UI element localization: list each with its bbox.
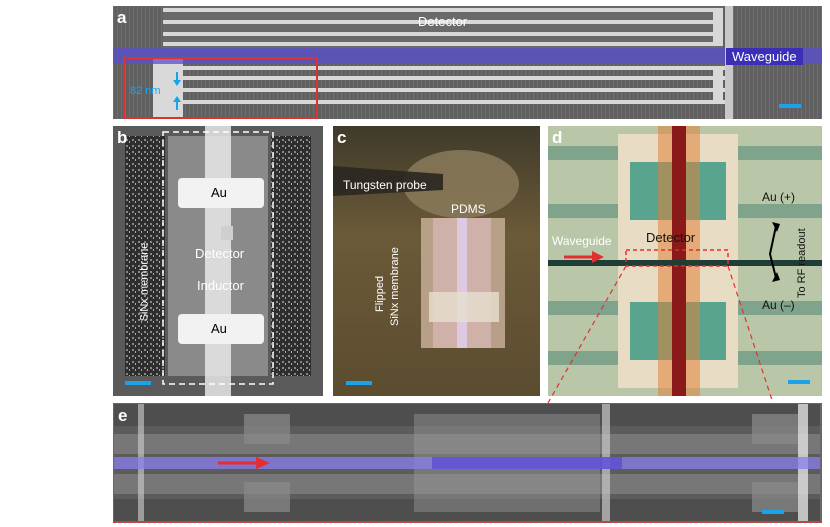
red-inset-box (123, 57, 318, 119)
panel-e: e (113, 403, 822, 523)
panel-d-label: d (552, 128, 563, 147)
panel-c-image (333, 150, 519, 348)
au-bottom-label: Au (211, 321, 227, 336)
panel-c: c Tungsten probe PDMS Flipped SiNx membr… (333, 126, 540, 396)
membrane-label-b: SiNx membrane (138, 242, 151, 322)
detector-label-a: Detector (418, 14, 468, 29)
readout-label: To RF readout (796, 228, 808, 298)
detector-box-d (625, 249, 729, 267)
detector-label-b: Detector (195, 246, 245, 261)
au-top-label: Au (211, 185, 227, 200)
detector-label-d: Detector (646, 230, 696, 245)
scale-bar-a (779, 104, 801, 108)
dimension-label: 82 nm (130, 85, 161, 97)
scale-bar-e (762, 510, 784, 514)
waveguide-highlight-a (113, 48, 822, 64)
scale-bar-d (788, 380, 810, 384)
inductor-label: Inductor (197, 278, 244, 293)
au-minus-label: Au (–) (762, 298, 795, 312)
waveguide-label-a: Waveguide (726, 48, 803, 65)
panel-b: b Au Detector Inductor Au SiNx membrane (113, 126, 323, 396)
panel-b-dashed-box (162, 131, 274, 385)
panel-b-label: b (117, 128, 128, 147)
panel-e-image (114, 404, 820, 521)
waveguide-label-d: Waveguide (552, 234, 612, 248)
panel-d-image (548, 126, 822, 396)
probe-label: Tungsten probe (343, 178, 427, 192)
panel-d: d Waveguide Detector Au (+) Au (–) To RF… (548, 126, 822, 396)
panel-a-image (113, 6, 822, 119)
pdms-label: PDMS (451, 202, 486, 216)
panel-b-image (113, 126, 323, 396)
flipped-label: Flipped (374, 275, 386, 312)
panel-a-label: a (117, 8, 127, 27)
au-plus-label: Au (+) (762, 190, 796, 204)
membrane-label-c: SiNx membrane (389, 247, 401, 326)
scale-bar-c (346, 381, 372, 385)
scale-bar-b (125, 381, 151, 385)
panel-c-label: c (337, 128, 347, 147)
panel-e-label: e (118, 406, 128, 425)
panel-a: a Detector Waveguide 82 nm (113, 6, 822, 119)
